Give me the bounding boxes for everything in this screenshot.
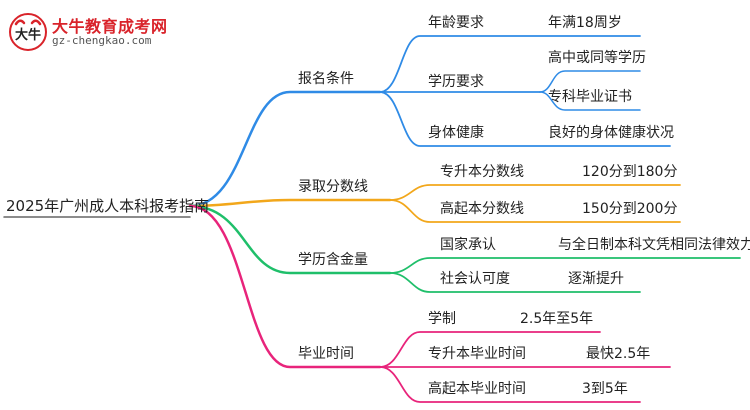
branch-connector: [188, 204, 392, 275]
branch-connector: [188, 204, 382, 369]
leaf-connector: [389, 199, 681, 223]
sub-label: 身体健康: [428, 125, 484, 141]
bull-logo-icon: 大牛: [9, 13, 47, 51]
sub-label: 学制: [428, 311, 456, 327]
leaf-connector: [389, 272, 641, 293]
sub-label: 年龄要求: [428, 15, 484, 31]
sub-label: 高起本毕业时间: [428, 381, 526, 397]
branch-connector: [188, 198, 392, 208]
sub-label: 国家承认: [440, 237, 496, 253]
sub-value: 150分到200分: [582, 201, 678, 217]
sub-value: 专科毕业证书: [548, 89, 632, 105]
branch-label: 学历含金量: [298, 252, 368, 268]
logo-url: gz-chengkao.com: [52, 34, 152, 47]
leaf-connector: [539, 70, 641, 93]
leaf-connector: [379, 91, 671, 147]
sub-value: 最快2.5年: [586, 346, 651, 362]
sub-value: 120分到180分: [582, 164, 678, 180]
logo-name: 大牛教育成考网: [52, 17, 168, 36]
sub-value: 高中或同等学历: [548, 50, 646, 66]
leaf-connector: [389, 184, 681, 201]
sub-label: 专升本毕业时间: [428, 346, 526, 362]
sub-label: 学历要求: [428, 74, 484, 90]
branch-label: 报名条件: [298, 71, 354, 87]
branch-label: 毕业时间: [298, 346, 354, 362]
sub-label: 高起本分数线: [440, 201, 524, 217]
sub-value: 与全日制本科文凭相同法律效力: [558, 237, 750, 253]
sub-value: 逐渐提升: [568, 271, 624, 287]
leaf-connector: [389, 257, 741, 274]
sub-value: 良好的身体健康状况: [548, 125, 674, 141]
leaf-connector: [379, 331, 601, 368]
root-topic: 2025年广州成人本科报考指南: [6, 197, 210, 215]
sub-label: 专升本分数线: [440, 164, 524, 180]
leaf-connector: [379, 366, 641, 403]
sub-value: 年满18周岁: [548, 15, 622, 31]
branch-connector: [188, 90, 382, 208]
branch-label: 录取分数线: [298, 179, 368, 195]
leaf-connector: [379, 35, 641, 93]
logo-mark-text: 大牛: [15, 27, 41, 43]
sub-value: 3到5年: [582, 381, 628, 397]
sub-value: 2.5年至5年: [520, 311, 594, 327]
site-logo[interactable]: 大牛 大牛教育成考网 gz-chengkao.com: [8, 12, 188, 52]
leaf-connector: [539, 91, 641, 111]
sub-label: 社会认可度: [440, 271, 510, 287]
